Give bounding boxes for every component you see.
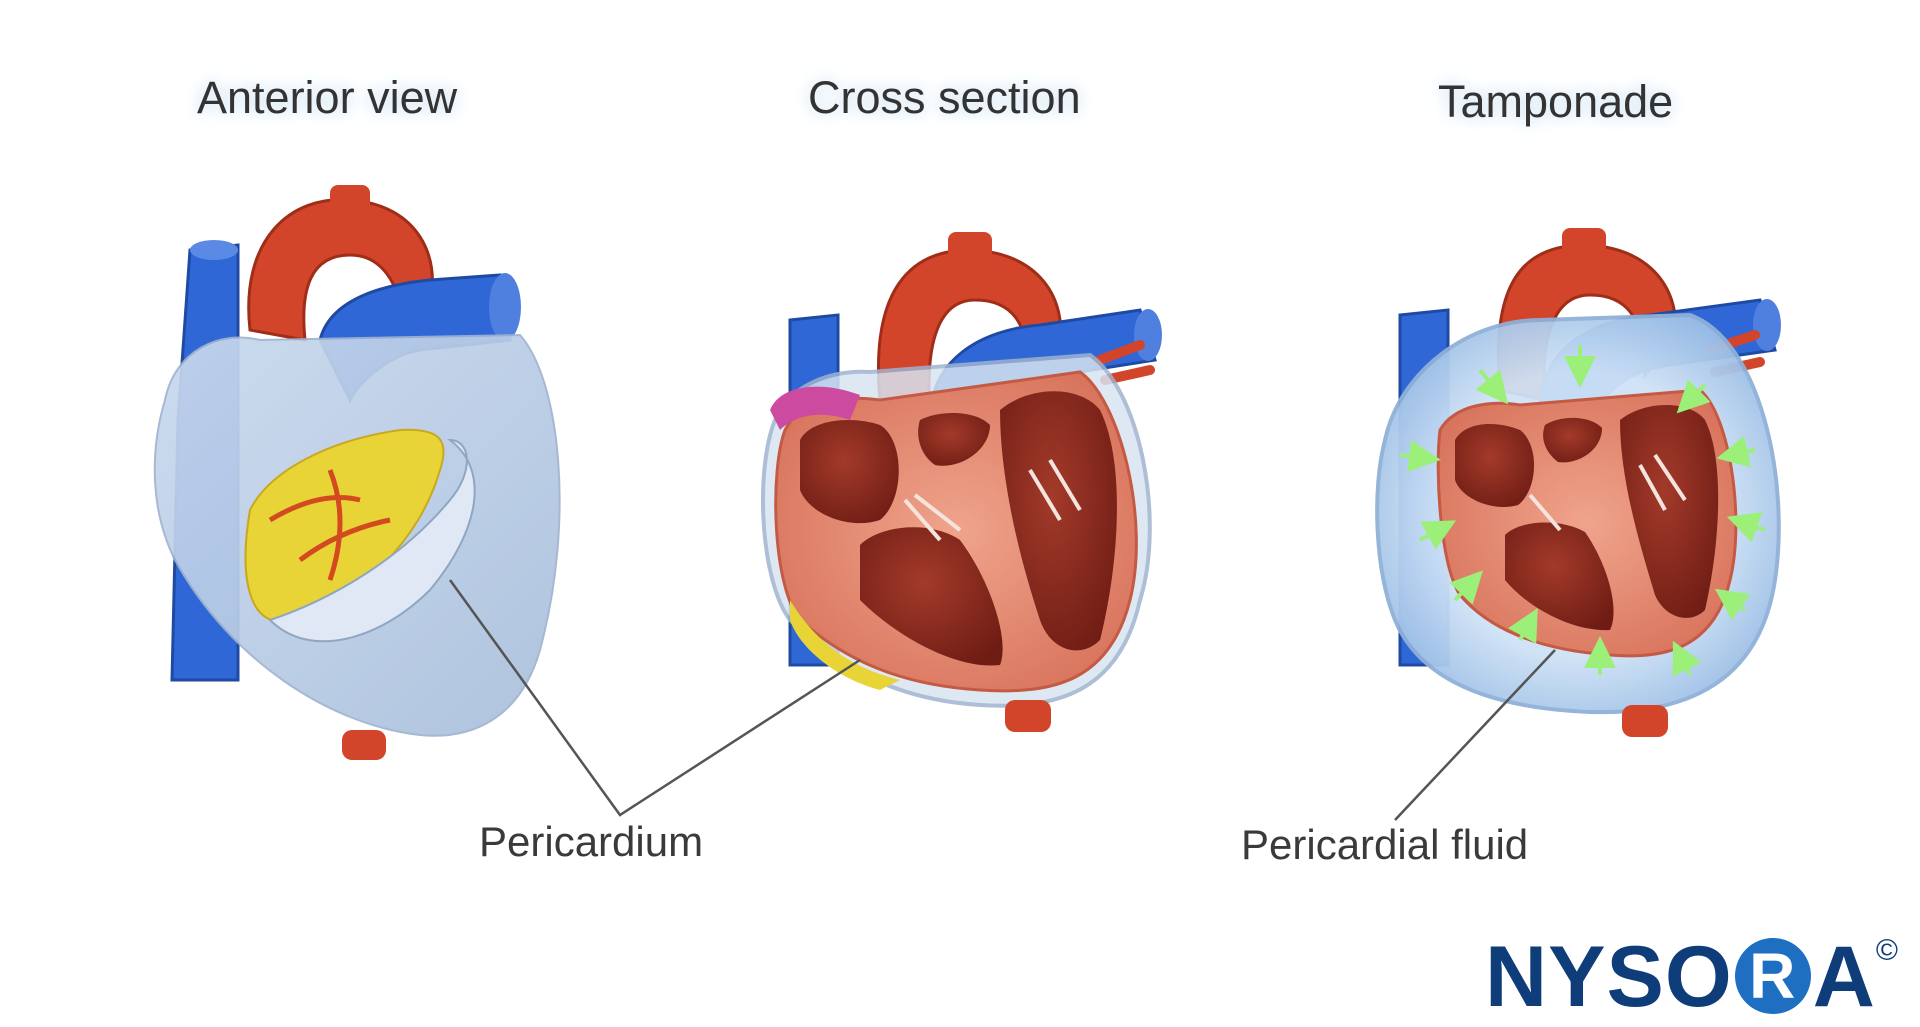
- arrow-icon: [1726, 512, 1766, 543]
- descending-vessel-anterior: [342, 730, 386, 760]
- pericardium-leader-lines: [448, 579, 861, 817]
- label-pericardium: Pericardium: [479, 818, 704, 865]
- aortic-branches-tamponade: [1562, 228, 1606, 258]
- arrow-icon: [1672, 640, 1702, 677]
- arrow-icon: [1399, 440, 1441, 472]
- copyright-mark: ©: [1875, 934, 1899, 967]
- descending-vessel-tamponade: [1622, 705, 1668, 737]
- right-atrium-tamponade: [1455, 424, 1535, 508]
- right-atrium-cross: [800, 420, 899, 524]
- title-cross-section: Cross section: [808, 72, 1081, 123]
- compression-arrows: [1399, 345, 1766, 677]
- epicardial-fat-cross: [790, 600, 900, 690]
- outflow-tract-tamponade: [1543, 417, 1602, 463]
- arrow-icon: [1714, 588, 1751, 621]
- title-anterior-view: Anterior view: [197, 72, 458, 123]
- arrow-icon: [1508, 608, 1538, 644]
- arrow-icon: [1716, 435, 1756, 468]
- arrow-icon: [1676, 379, 1711, 414]
- arrow-icon: [1449, 570, 1483, 605]
- aortic-branches-anterior: [330, 185, 370, 215]
- descending-vessel-cross: [1005, 700, 1051, 732]
- logo-text-a: A: [1812, 929, 1876, 1025]
- tamponade-heart: [1375, 228, 1781, 737]
- anterior-heart: [153, 185, 561, 760]
- logo-text: NYSO: [1485, 929, 1733, 1025]
- right-ventricle-tamponade: [1505, 522, 1614, 631]
- title-tamponade: Tamponade: [1438, 76, 1674, 127]
- left-atrium-appendage-cross: [770, 386, 860, 430]
- chordae-cross: [903, 458, 1082, 542]
- pulmonary-opening-anterior: [489, 273, 521, 341]
- left-ventricle-tamponade: [1620, 405, 1719, 618]
- pulmonary-opening-tamponade: [1753, 299, 1781, 351]
- pericardial-fluid-leader-line: [1394, 649, 1556, 821]
- right-ventricle-cross: [860, 527, 1003, 666]
- pericardial-flap: [268, 438, 476, 643]
- chordae-tamponade: [1528, 453, 1687, 532]
- pulmonary-opening-cross: [1134, 309, 1162, 361]
- coronary-arteries: [268, 469, 391, 581]
- arrow-icon: [1475, 368, 1509, 405]
- epicardial-fat: [244, 428, 445, 623]
- outflow-tract-cross: [918, 413, 990, 466]
- aortic-branches-cross: [948, 232, 992, 262]
- logo-circle-r: R: [1734, 938, 1811, 1014]
- cross-section-heart: [761, 232, 1162, 732]
- arrow-icon: [1419, 520, 1457, 550]
- svc-opening-anterior: [190, 240, 238, 260]
- label-pericardial-fluid: Pericardial fluid: [1241, 821, 1529, 868]
